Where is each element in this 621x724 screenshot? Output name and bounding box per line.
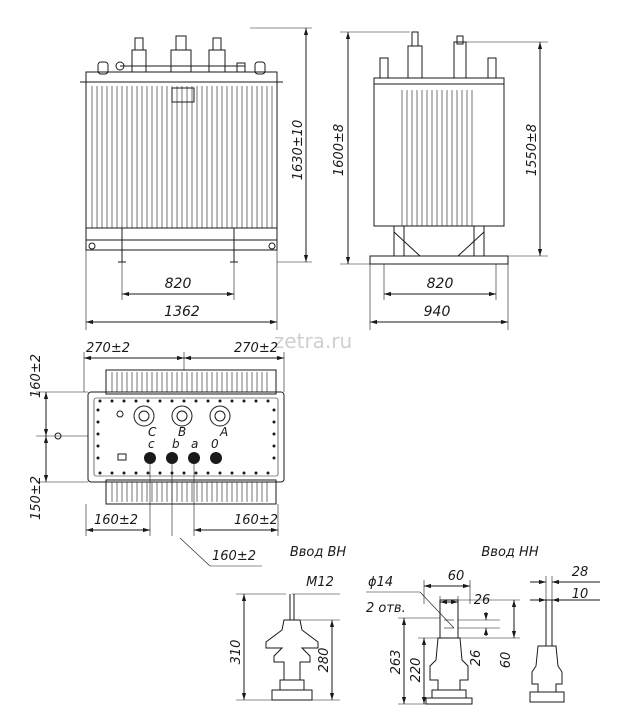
lv-dim-220: 220 [409,658,424,683]
lv-label-c: c [148,437,155,451]
top-dim-top-left: 270±2 [86,341,130,356]
lv-bushing-detail: Ввод НН ϕ14 2 отв. 60 26 263 220 [366,545,600,705]
radiator-fins-front [91,86,273,228]
lv-hole-count: 2 отв. [366,601,406,616]
lv-bushing-title: Ввод НН [481,545,538,560]
lv-dim-60-side: 60 [499,652,514,669]
hv-bushings-front [115,35,246,73]
lv-label-0: 0 [211,437,219,451]
front-dim-inner: 820 [165,276,192,292]
top-dim-bottom-right: 160±2 [234,513,278,528]
lv-label-b: b [172,437,180,451]
radiator-fins-side [401,90,473,226]
top-dim-bottom-center: 160±2 [212,549,256,564]
hv-bushing-detail: Ввод ВН M12 310 280 [229,545,347,701]
lv-dim-26-top: 26 [474,593,491,608]
top-dim-left-lower: 150±2 [29,476,44,520]
front-view: 1630±10 820 1362 [80,27,312,330]
watermark: zetra.ru [274,329,352,353]
top-dim-bottom-left: 160±2 [94,513,138,528]
hv-label-b: B [178,425,186,439]
side-dim-height-total: 1600±8 [332,124,347,176]
lv-dim-60: 60 [448,569,465,584]
side-view: 1600±8 1550±8 820 940 [332,31,548,330]
side-dim-width: 940 [424,304,451,320]
hv-terminals: C B A [133,405,231,439]
top-dim-top-right: 270±2 [234,341,278,356]
hv-thread-label: M12 [306,575,334,590]
front-dim-height: 1630±10 [291,120,306,181]
hv-dim-body: 280 [317,648,332,673]
lv-dim-28: 28 [572,565,589,580]
side-dim-height-tank: 1550±8 [525,124,540,176]
hv-bushing-title: Ввод ВН [290,545,347,560]
radiator-fins-top [111,372,268,502]
lv-dim-10: 10 [572,587,589,602]
lv-terminals: c b a 0 [144,437,222,464]
lv-hole-label: ϕ14 [368,575,393,590]
cover-bolts [96,399,276,475]
side-dim-inner: 820 [427,276,454,292]
top-view: C B A c b a 0 270±2 270±2 160 [29,341,285,567]
hv-label-a: A [219,425,228,439]
top-dim-left-upper: 160±2 [29,354,44,398]
front-dim-width: 1362 [164,304,200,320]
lv-label-a: a [191,437,198,451]
lv-dim-263: 263 [389,650,404,675]
hv-label-c: C [148,425,157,439]
hv-dim-total: 310 [229,640,244,665]
lv-dim-26-side: 26 [469,650,484,667]
